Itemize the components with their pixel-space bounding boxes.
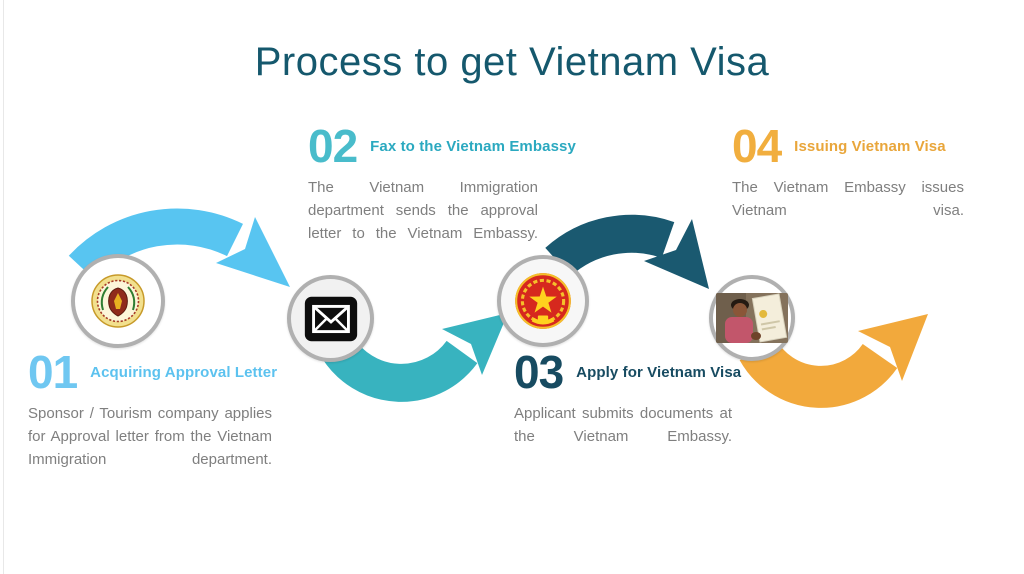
- step-3-number: 03: [514, 346, 564, 398]
- step-1-number: 01: [28, 346, 78, 398]
- step4-circle: [709, 275, 795, 361]
- envelope-icon: [304, 296, 357, 341]
- step-3-description: Applicant submits documents at the Vietn…: [514, 405, 732, 446]
- page-title: Process to get Vietnam Visa: [254, 40, 770, 84]
- step-1-description: Sponsor / Tourism company applies for Ap…: [28, 405, 272, 469]
- vietnam-national-emblem-icon: [515, 273, 571, 329]
- step-2-heading: Fax to the Vietnam Embassy: [370, 138, 576, 156]
- step-4-description: The Vietnam Embassy issues Vietnam visa.: [732, 179, 964, 220]
- step-2-number: 02: [308, 120, 358, 172]
- immigration-department-seal-icon: [90, 273, 146, 329]
- step-4-number: 04: [732, 120, 782, 172]
- step-1-block: 01 Acquiring Approval Letter Sponsor / T…: [28, 346, 277, 494]
- step3-circle: [497, 255, 589, 347]
- arrow-step2-to-step3: [321, 313, 508, 402]
- arrow-step1-to-step2: [68, 208, 290, 287]
- step-3-block: 03 Apply for Vietnam Visa Applicant subm…: [514, 346, 741, 471]
- step2-circle: [287, 275, 374, 362]
- visa-holder-photo: [716, 293, 788, 343]
- step-1-heading: Acquiring Approval Letter: [90, 364, 278, 382]
- step-4-heading: Issuing Vietnam Visa: [794, 138, 946, 156]
- slide-edge-line: [3, 0, 4, 574]
- step-2-block: 02 Fax to the Vietnam Embassy The Vietna…: [308, 120, 576, 268]
- step-3-heading: Apply for Vietnam Visa: [576, 364, 742, 382]
- step-2-description: The Vietnam Immigration department sends…: [308, 179, 538, 243]
- step1-circle: [71, 254, 165, 348]
- step-4-block: 04 Issuing Vietnam Visa The Vietnam Emba…: [732, 120, 964, 245]
- arrow-step3-to-step4: [545, 214, 709, 289]
- arrow-step4-onward: [739, 314, 928, 408]
